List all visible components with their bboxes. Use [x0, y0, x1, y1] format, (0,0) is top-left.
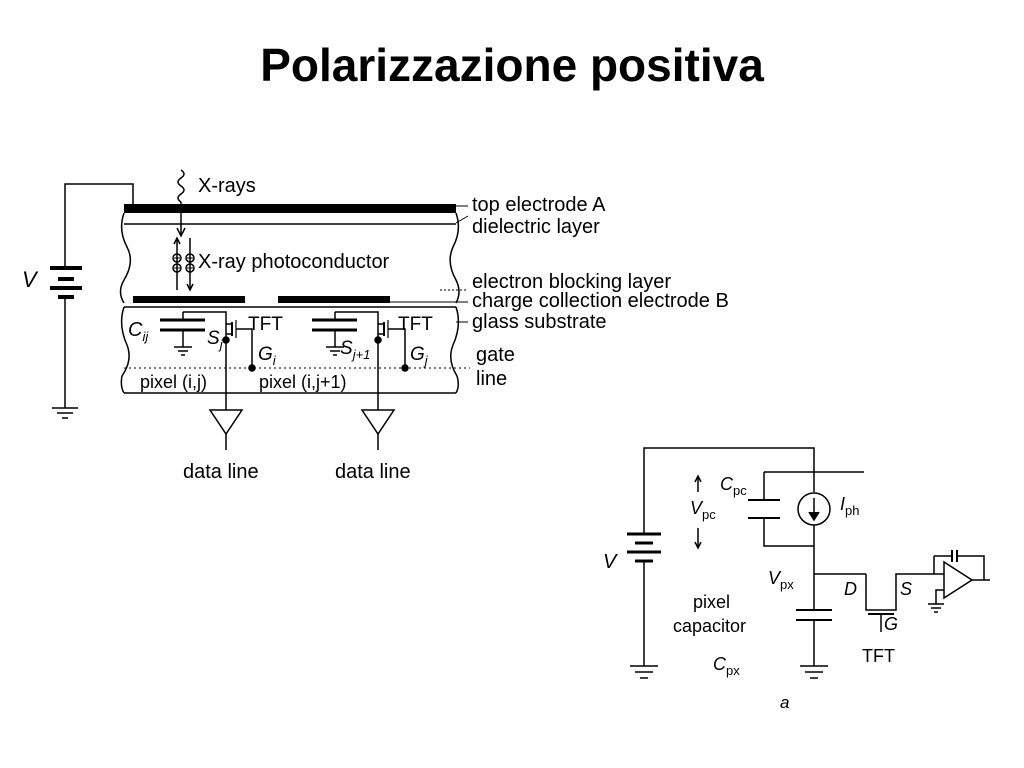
amplifier-left-icon — [208, 409, 244, 436]
vpx-label: Vpx — [768, 568, 794, 592]
circuit-cpx-ground-icon — [800, 665, 828, 679]
detector-labels: X-rays V X-ray photoconductor Cij TFT TF… — [22, 175, 729, 483]
node-left-gate — [248, 364, 256, 372]
circuit-diagram — [627, 447, 990, 679]
caption-label: a — [780, 693, 789, 712]
layer-line: line — [476, 368, 507, 390]
op-amp-icon — [943, 560, 974, 600]
iph-label: Iph — [840, 494, 859, 518]
xray-squiggle-icon — [177, 169, 185, 203]
node-right-data — [374, 336, 382, 344]
drain-label: D — [844, 579, 857, 599]
top-electrode-a — [124, 204, 456, 213]
gate-left-label: Gi — [258, 344, 277, 368]
op-amp-ground-icon — [928, 603, 944, 613]
slide-title: Polarizzazione positiva — [260, 39, 764, 91]
gate-label: G — [884, 614, 898, 634]
source-right-label: Sj+1 — [340, 338, 370, 362]
layer-electron-blocking: electron blocking layer — [472, 271, 671, 293]
electron-icon — [172, 263, 182, 273]
source-left-label: Sj — [207, 328, 224, 352]
tft-label: TFT — [862, 646, 895, 666]
data-line-right-label: data line — [335, 461, 411, 483]
right-substrate-edge — [450, 306, 460, 394]
circuit-battery-ground-icon — [630, 665, 658, 679]
layer-gate: gate — [476, 344, 515, 366]
layer-glass: glass substrate — [472, 311, 607, 333]
photoconductor-label: X-ray photoconductor — [198, 251, 390, 273]
gate-right-label: Gj — [410, 344, 429, 368]
collection-electrode-right — [278, 296, 390, 303]
battery-ground-icon — [52, 407, 78, 419]
xray-arrowhead — [176, 227, 186, 238]
xray-label: X-rays — [198, 175, 256, 197]
bias-wire — [64, 183, 134, 268]
collection-electrode-left — [133, 296, 245, 303]
left-wavy-edge — [119, 212, 132, 304]
cpc-label: Cpc — [720, 474, 747, 498]
detector-diagram — [50, 169, 470, 450]
tft-left-label: TFT — [248, 314, 283, 335]
source-label: S — [900, 579, 912, 599]
node-left-data — [222, 336, 230, 344]
left-substrate-edge — [120, 306, 130, 394]
pixel-capacitor-label-1: pixel — [693, 592, 730, 612]
cpx-label: Cpx — [713, 654, 740, 678]
circuit-labels: V Cpc Vpc Iph Vpx D S G TFT pixel capaci… — [603, 474, 912, 712]
pixel-left-label: pixel (i,j) — [140, 372, 207, 392]
circuit-battery-label: V — [603, 551, 618, 573]
layer-charge-collection: charge collection electrode B — [472, 290, 729, 312]
node-right-gate — [401, 364, 409, 372]
data-line-left-label: data line — [183, 461, 259, 483]
right-wavy-edge — [449, 212, 460, 304]
hole-icon — [172, 253, 182, 263]
cap-left-ground-icon — [174, 346, 192, 356]
circuit-top-wire — [643, 447, 815, 534]
vpc-label: Vpc — [690, 498, 716, 522]
pixel-capacitor-label-2: capacitor — [673, 616, 746, 636]
pixel-right-label: pixel (i,j+1) — [259, 372, 347, 392]
amplifier-right-icon — [360, 409, 396, 436]
cap-left-label: Cij — [128, 319, 149, 344]
battery-label-v: V — [22, 267, 39, 292]
tft-right-label: TFT — [398, 314, 433, 335]
cap-right-ground-icon — [326, 346, 344, 356]
layer-top-electrode: top electrode A — [472, 194, 606, 216]
layer-dielectric: dielectric layer — [472, 216, 600, 238]
